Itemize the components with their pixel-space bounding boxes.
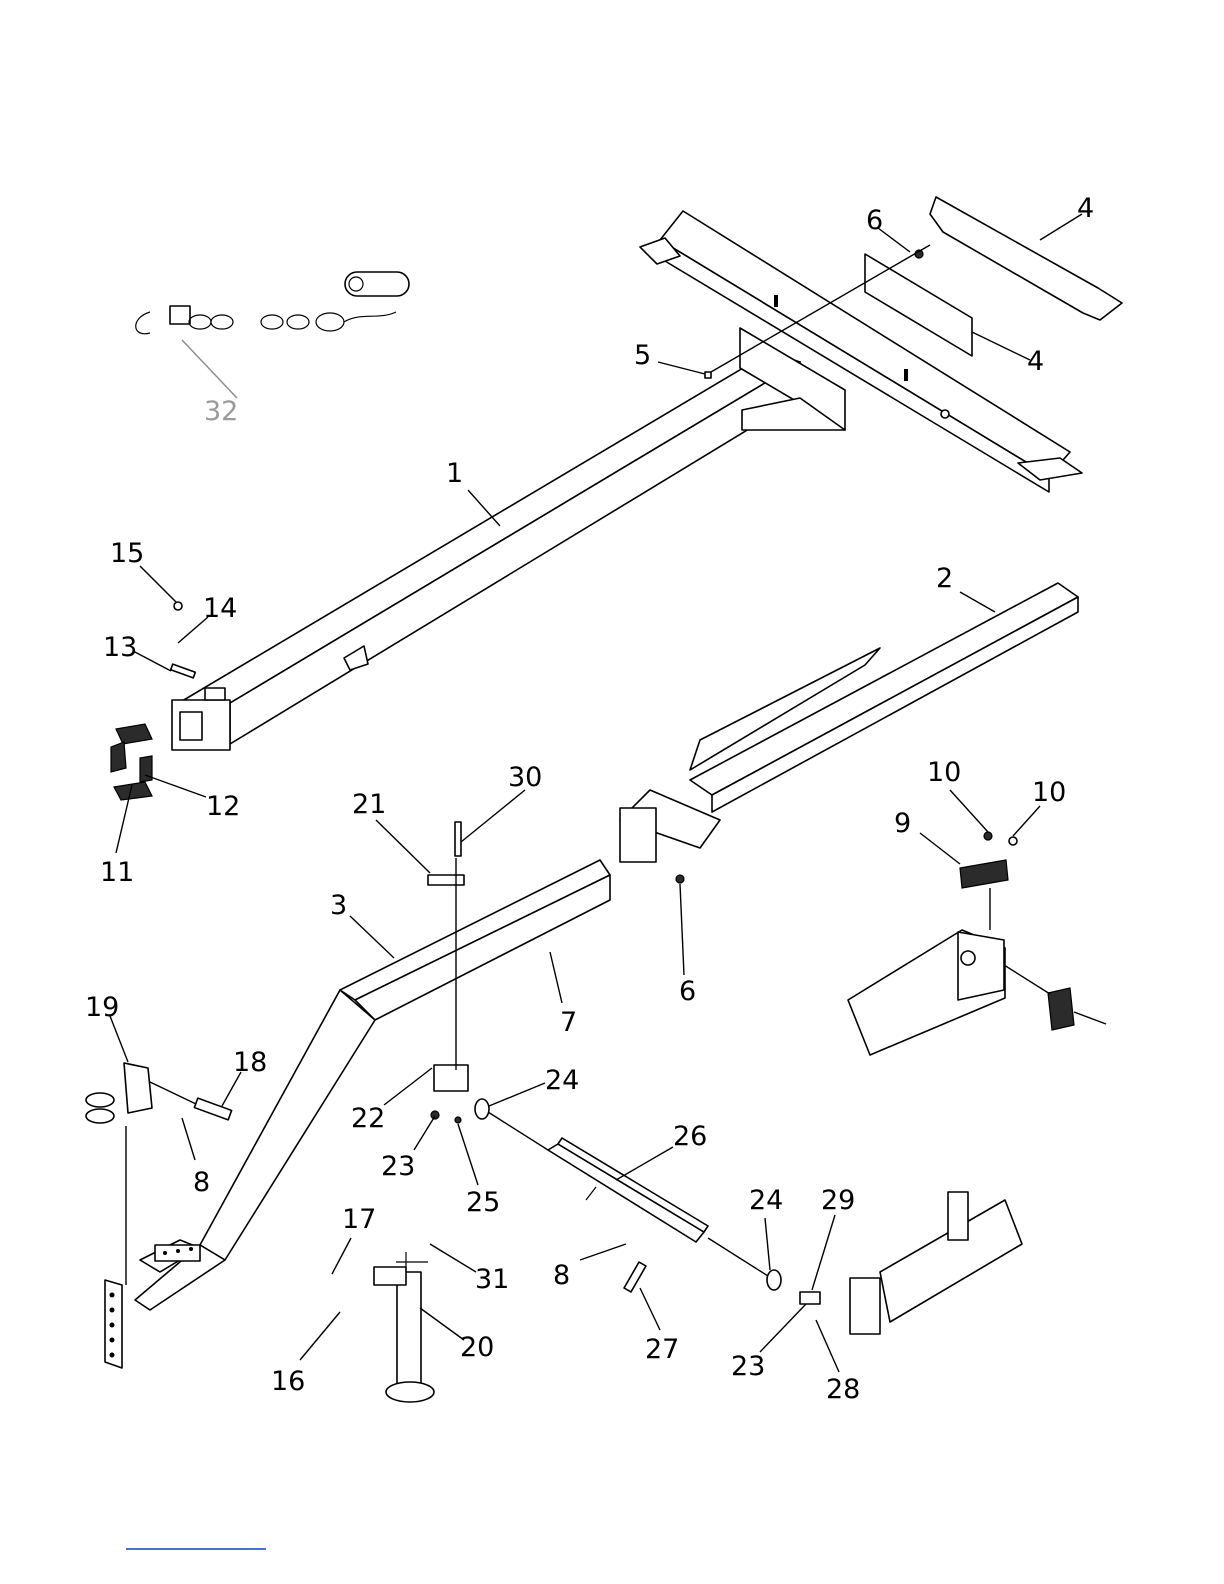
callout-23-left: 23 <box>381 1151 415 1182</box>
callout-15: 15 <box>110 538 144 569</box>
callout-21: 21 <box>352 789 386 820</box>
safety-chain <box>136 272 409 334</box>
frame-tube <box>620 583 1078 862</box>
main-tongue-frame <box>172 328 845 750</box>
mounting-hardware <box>171 250 1017 1304</box>
callout-30: 30 <box>508 762 542 793</box>
callout-23-right: 23 <box>731 1351 765 1382</box>
callout-4-upper: 4 <box>1077 193 1094 224</box>
callout-3: 3 <box>330 890 347 921</box>
callout-25: 25 <box>466 1187 500 1218</box>
callout-13: 13 <box>103 632 137 663</box>
callout-5: 5 <box>634 340 651 371</box>
frame-detail-inset <box>848 860 1074 1055</box>
callout-6-lower: 6 <box>679 976 696 1007</box>
turnbuckle-assembly <box>548 1138 708 1242</box>
callout-32: 32 <box>204 396 238 427</box>
clevis-hitch <box>86 1063 152 1123</box>
frame-section-right <box>850 1192 1022 1334</box>
jack-stand <box>374 1252 434 1402</box>
callout-8-right: 8 <box>553 1260 570 1291</box>
callout-12: 12 <box>206 791 240 822</box>
callout-28: 28 <box>826 1374 860 1405</box>
callout-16: 16 <box>271 1366 305 1397</box>
callout-11: 11 <box>100 857 134 888</box>
callout-10-right: 10 <box>1032 777 1066 808</box>
footer-link-underline[interactable] <box>126 1548 266 1550</box>
callout-24-upper: 24 <box>545 1065 579 1096</box>
callout-26: 26 <box>673 1121 707 1152</box>
callout-4-lower: 4 <box>1027 346 1044 377</box>
callout-18: 18 <box>233 1047 267 1078</box>
callout-24-lower: 24 <box>749 1185 783 1216</box>
callout-1: 1 <box>446 458 463 489</box>
callout-8-left: 8 <box>193 1167 210 1198</box>
callout-22: 22 <box>351 1103 385 1134</box>
callout-20: 20 <box>460 1332 494 1363</box>
hitch-pin <box>194 1098 231 1120</box>
callout-14: 14 <box>203 593 237 624</box>
callout-2: 2 <box>936 563 953 594</box>
callout-31: 31 <box>475 1264 509 1295</box>
callout-19: 19 <box>85 992 119 1023</box>
callout-27: 27 <box>645 1334 679 1365</box>
callout-29: 29 <box>821 1185 855 1216</box>
callout-7: 7 <box>560 1007 577 1038</box>
callout-17: 17 <box>342 1204 376 1235</box>
callout-6-upper: 6 <box>866 205 883 236</box>
callout-10-left: 10 <box>927 757 961 788</box>
callout-9: 9 <box>894 808 911 839</box>
